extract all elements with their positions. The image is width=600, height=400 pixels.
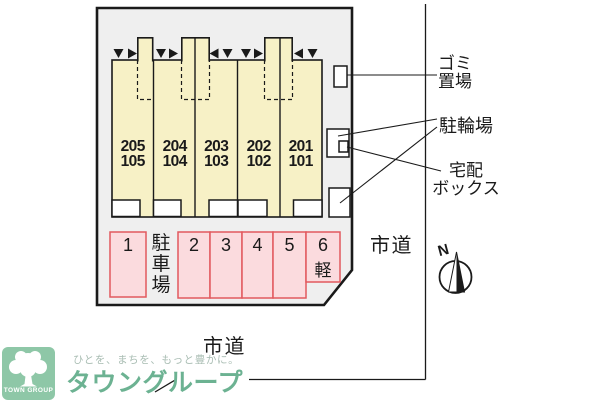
kei-car-note: 軽	[314, 261, 332, 280]
unit-lower: 103	[204, 153, 229, 171]
road-label-south: 市道	[203, 336, 246, 358]
road-line-diagonal	[154, 378, 177, 393]
leader-line-bicycle	[337, 118, 438, 137]
stair-shaft-top	[264, 37, 293, 62]
parking-number: 6	[317, 235, 328, 255]
bicycle-parking-box	[328, 187, 351, 218]
arrow-right-icon	[254, 48, 263, 59]
brand-tagline: ひとを、まちを、もっと豊かに。	[73, 354, 240, 366]
entrance-porch	[152, 199, 182, 218]
stair-dashed-outline	[180, 60, 211, 101]
compass-needle-fill	[456, 252, 465, 292]
unit-lower: 105	[120, 153, 146, 171]
entrance-porch	[111, 199, 141, 218]
bicycle-parking-label: 駐輪場	[439, 116, 493, 136]
entrance-porch	[292, 199, 323, 218]
stair-shaft-top	[137, 37, 154, 62]
delivery-box	[338, 140, 349, 153]
unit-upper: 202	[246, 138, 272, 155]
arrow-right-icon	[128, 48, 137, 59]
garbage-area-label: ゴミ 置場	[438, 54, 472, 91]
building-outline	[111, 59, 323, 218]
arrow-left-icon	[209, 48, 219, 59]
parking-space-2	[177, 231, 211, 299]
arrow-down-icon	[113, 49, 124, 58]
arrow-down-icon	[307, 49, 318, 58]
tree-icon	[9, 351, 47, 387]
parking-area-label: 駐 車 場	[151, 233, 171, 296]
leader-line-bicycle	[339, 126, 438, 204]
arrow-down-icon	[222, 49, 233, 58]
arrow-down-icon	[241, 49, 251, 58]
parking-space-1	[109, 231, 147, 298]
brand-name: タウングループ	[66, 369, 244, 397]
entrance-porch	[208, 199, 239, 218]
road-label-east: 市道	[370, 235, 413, 257]
unit-lower: 102	[246, 153, 272, 171]
compass	[438, 251, 473, 294]
leader-line-delivery	[346, 146, 442, 172]
entrance-porch	[237, 199, 268, 218]
parking-number: 1	[122, 235, 133, 255]
arrow-left-icon	[294, 48, 303, 59]
parking-number: 5	[284, 235, 295, 255]
arrow-down-icon	[156, 49, 166, 58]
unit-upper: 204	[162, 138, 188, 155]
unit-lower: 101	[288, 153, 314, 171]
parking-space-4	[241, 231, 274, 299]
town-group-text: TOWN GROUP	[3, 387, 54, 394]
parking-number: 4	[252, 235, 263, 255]
parking-number: 3	[220, 235, 231, 255]
unit-lower: 104	[162, 153, 188, 171]
garbage-area-box	[333, 65, 348, 88]
town-group-logo: TOWN GROUP	[2, 347, 55, 400]
stair-dashed-outline	[263, 60, 294, 101]
arrow-right-icon	[169, 48, 178, 59]
unit-upper: 203	[204, 138, 229, 155]
delivery-box-label: 宅配 ボックス	[432, 161, 500, 198]
stair-dashed-outline	[136, 60, 154, 101]
parking-number: 2	[188, 235, 199, 255]
unit-upper: 201	[288, 138, 314, 155]
parking-space-6	[305, 231, 341, 283]
unit-upper: 205	[120, 138, 146, 155]
